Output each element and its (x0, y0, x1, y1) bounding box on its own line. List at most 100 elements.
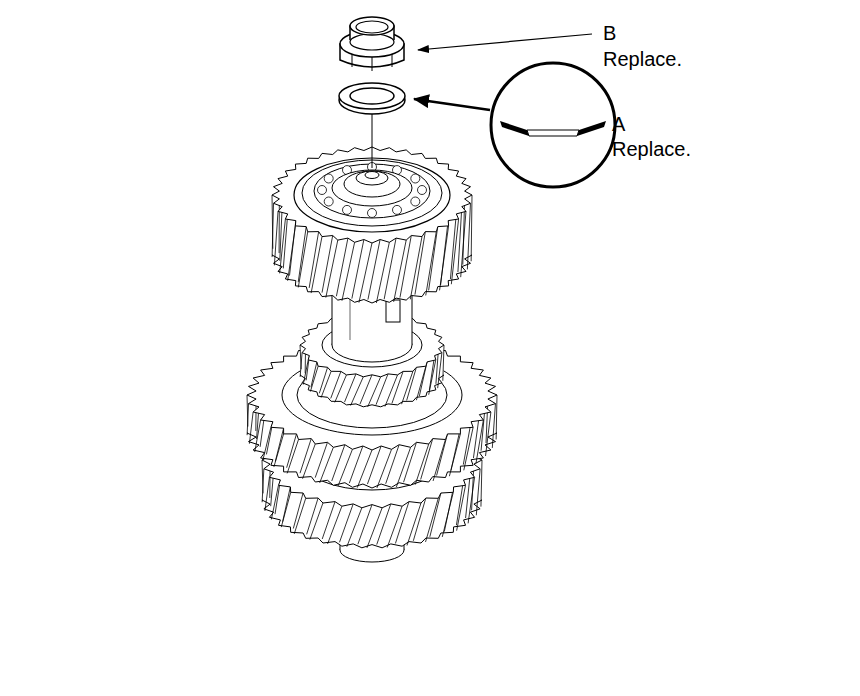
helical-tooth (338, 449, 352, 486)
helical-tooth (415, 444, 428, 485)
hub-ring (302, 160, 442, 226)
helical-tooth (290, 221, 296, 276)
helical-tooth (315, 442, 327, 477)
bearing-ball (368, 209, 377, 218)
helical-tooth (449, 434, 460, 476)
helical-tooth (385, 375, 398, 407)
helical-tooth (320, 447, 334, 483)
helical-tooth (345, 374, 356, 402)
leader-line (418, 34, 592, 50)
bearing-ball (411, 197, 420, 206)
helical-tooth (376, 242, 389, 303)
helical-tooth (342, 242, 355, 301)
helical-tooth (457, 485, 466, 530)
helical-tooth (283, 214, 287, 269)
callout-letter: A (612, 113, 625, 135)
helical-tooth (358, 505, 372, 545)
helical-tooth (275, 428, 283, 461)
helical-tooth (410, 237, 422, 300)
helical-tooth (328, 506, 342, 544)
helical-tooth (321, 371, 331, 397)
helical-tooth (396, 447, 410, 487)
helical-tooth (331, 371, 341, 398)
callout-letter: B (603, 22, 616, 44)
note-text: Replace. (603, 48, 682, 70)
helical-tooth (426, 232, 437, 296)
helical-tooth (416, 366, 425, 400)
helical-tooth (339, 504, 353, 542)
helical-tooth (481, 460, 482, 507)
helical-tooth (377, 504, 391, 545)
bearing-ball (411, 174, 420, 183)
helical-tooth (263, 427, 271, 460)
helical-tooth (407, 503, 421, 546)
helical-tooth (265, 477, 270, 511)
helical-tooth (407, 367, 417, 400)
helical-tooth (322, 235, 333, 292)
helical-tooth (476, 469, 480, 515)
helical-tooth (468, 477, 474, 523)
helical-tooth (300, 345, 301, 369)
helical-tooth (249, 412, 253, 444)
bearing-ball (324, 197, 333, 206)
helical-tooth (443, 345, 444, 381)
helical-tooth (433, 439, 445, 480)
hub-ring (356, 171, 388, 185)
helical-tooth (310, 503, 323, 540)
helical-tooth (347, 508, 362, 547)
helical-tooth (438, 353, 442, 388)
lock-nut (340, 17, 404, 71)
helical-tooth (335, 375, 347, 402)
helical-tooth (309, 232, 318, 288)
helical-tooth (367, 508, 382, 548)
helical-tooth (287, 434, 297, 468)
helical-tooth (287, 439, 298, 473)
helical-tooth (332, 445, 345, 481)
helical-tooth (476, 420, 483, 464)
helical-tooth (426, 498, 439, 542)
helical-tooth (429, 360, 436, 395)
helical-tooth (437, 434, 448, 476)
helical-tooth (430, 493, 441, 537)
helical-tooth (360, 375, 372, 405)
helical-tooth (319, 367, 327, 393)
helical-tooth (395, 502, 409, 544)
helical-tooth (394, 240, 407, 302)
helical-tooth (336, 238, 348, 296)
helical-tooth (368, 239, 380, 299)
helical-tooth (351, 377, 364, 406)
helical-tooth (429, 227, 438, 291)
helical-tooth (322, 502, 335, 539)
bearing-ball (343, 205, 352, 214)
helical-tooth (247, 395, 249, 427)
helical-tooth (421, 439, 433, 480)
center-line (372, 112, 373, 168)
helical-tooth (367, 446, 381, 484)
note-text: Replace. (612, 138, 691, 160)
helical-tooth (451, 219, 458, 284)
helical-tooth (496, 395, 498, 439)
helical-tooth (279, 199, 280, 253)
helical-tooth (471, 195, 473, 261)
helical-tooth (281, 492, 290, 527)
helical-tooth (283, 487, 291, 522)
helical-tooth (384, 238, 396, 299)
helical-tooth (486, 412, 491, 456)
helical-tooth (274, 211, 278, 265)
bearing-ball (418, 186, 427, 195)
helical-tooth (311, 362, 317, 387)
hub-ring (332, 170, 412, 206)
helical-tooth (467, 203, 470, 269)
helical-tooth (402, 371, 413, 404)
helical-tooth (458, 207, 462, 273)
top-gear (272, 147, 472, 303)
helical-tooth (262, 460, 263, 493)
hub-ring (365, 172, 379, 179)
helical-tooth (461, 211, 466, 277)
key-slot (386, 300, 400, 322)
bearing-ball (318, 186, 327, 195)
helical-tooth (298, 227, 306, 283)
bearing-ball (393, 205, 402, 214)
helical-tooth (307, 498, 319, 534)
helical-tooth (359, 243, 372, 303)
